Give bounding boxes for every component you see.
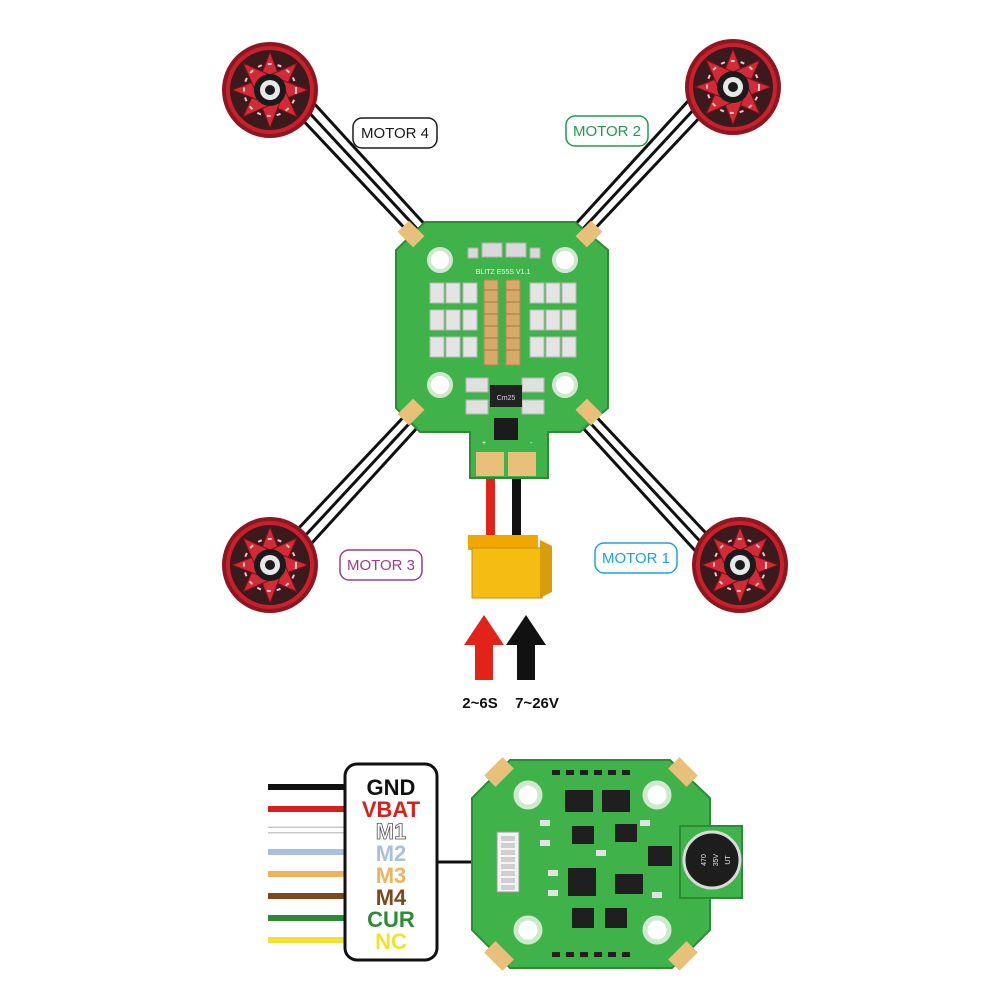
positive-lead [486, 478, 495, 538]
motor-1-label: MOTOR 1 [594, 542, 678, 574]
svg-text:MOTOR 1: MOTOR 1 [602, 550, 670, 567]
voltage-range-label: 7~26V [515, 695, 559, 712]
motor-4-label: MOTOR 4 [352, 117, 438, 149]
motor-1 [691, 516, 789, 614]
signal-wires [268, 784, 345, 943]
power-pad-negative [508, 452, 536, 476]
pin-m3: M3 [376, 863, 407, 888]
mosfet-array [429, 279, 577, 366]
power-pad-positive [476, 452, 504, 476]
motor-3-label: MOTOR 3 [339, 549, 423, 581]
pin-cur: CUR [367, 907, 415, 932]
negative-arrow-icon [506, 615, 546, 680]
pin-vbat: VBAT [362, 797, 421, 822]
positive-arrow-icon [464, 615, 504, 680]
capacitor-label: Cm25 [497, 395, 516, 402]
svg-text:MOTOR 2: MOTOR 2 [573, 123, 641, 140]
bottom-esc-board: 470 35V UT [471, 757, 743, 971]
electrolytic-capacitor [682, 830, 742, 890]
board-name: BLITZ E55S V1.1 [476, 269, 531, 276]
motor-2 [684, 38, 782, 136]
top-esc-board: BLITZ E55S V1.1 [395, 220, 609, 479]
capacitor-value: 470 [701, 854, 708, 866]
xt60-connector [468, 535, 552, 599]
negative-lead [512, 478, 521, 538]
motor-3 [221, 516, 319, 614]
motor-2-label: MOTOR 2 [565, 115, 649, 147]
pin-gnd: GND [367, 775, 416, 800]
pin-m1: M1 [376, 819, 407, 844]
svg-text:MOTOR 4: MOTOR 4 [361, 125, 429, 142]
capacitor-voltage: 35V [713, 853, 720, 866]
capacitor-code: UT [725, 855, 732, 865]
minus-mark: - [530, 440, 533, 447]
motor-4 [221, 41, 319, 139]
pin-m4: M4 [376, 885, 407, 910]
plus-mark: + [482, 440, 486, 447]
cell-range-label: 2~6S [462, 695, 497, 712]
bottom-capacitor [490, 385, 522, 407]
pin-nc: NC [375, 929, 407, 954]
pin-m2: M2 [376, 841, 407, 866]
svg-text:MOTOR 3: MOTOR 3 [347, 557, 415, 574]
